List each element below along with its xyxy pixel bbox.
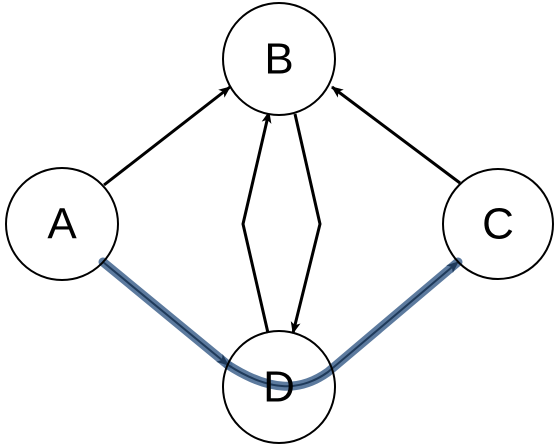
highlight-a-to-d-core [102, 261, 229, 366]
edge-a-to-b [103, 85, 231, 187]
node-c-label: C [482, 200, 514, 249]
node-d-label: D [263, 363, 295, 412]
edge-b-to-d [290, 113, 322, 334]
edge-c-to-b [331, 85, 461, 185]
node-a: A [5, 167, 119, 281]
node-c: C [442, 168, 554, 280]
node-d: D [222, 330, 336, 444]
node-a-circle [5, 167, 119, 281]
highlight-d-to-c-core [227, 261, 459, 388]
node-b: B [222, 2, 336, 116]
edge-d-to-b [241, 111, 272, 334]
node-d-circle [222, 330, 336, 444]
node-c-circle [442, 168, 554, 280]
edges [103, 85, 461, 334]
node-b-label: B [264, 35, 293, 84]
node-b-circle [222, 2, 336, 116]
highlighted-path [98, 257, 463, 391]
node-a-label: A [47, 200, 77, 249]
